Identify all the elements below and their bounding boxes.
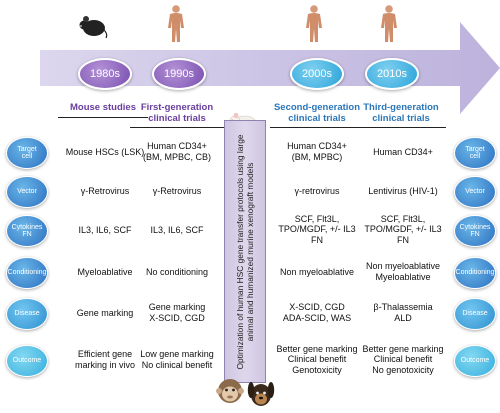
human-figure-icon [381,5,397,42]
cell-cytokines-fn-col1: IL3, IL6, SCF [78,224,132,235]
cell-target-cell-col2: Human CD34+ (BM, MPBC, CB) [142,141,211,162]
column-header-third-generation: Third-generation clinical trials [356,102,446,129]
row-label-left-cytokines-fn: Cytokines FN [6,215,48,247]
cell-target-cell-col1: Mouse HSCs (LSK) [65,146,145,157]
decade-1980s: 1980s [78,58,132,90]
human-figure-icon [306,5,322,42]
cell-disease-col4: β-Thalassemia ALD [373,302,433,323]
cell-disease-col3: X-SCID, CGD ADA-SCID, WAS [282,302,352,323]
cell-conditioning-col3: Non myeloablative [279,266,355,277]
cell-cytokines-fn-col4: SCF, Flt3L, TPO/MGDF, +/- IL3 FN [364,213,442,246]
cell-vector-col2: γ-Retrovirus [152,185,202,196]
row-label-left-outcome: Outcome [6,345,48,377]
human-figure-icon [168,5,184,42]
cell-conditioning-col4: Non myeloablative Myeloablative [365,261,441,282]
cell-cytokines-fn-col2: IL3, IL6, SCF [150,224,204,235]
cell-cytokines-fn-col3: SCF, Flt3L, TPO/MGDF, +/- IL3 FN [278,213,356,246]
dog-icon [247,382,275,406]
cell-vector-col4: Lentivirus (HIV-1) [368,185,438,196]
cell-disease-col2: Gene marking X-SCID, CGD [148,302,206,323]
row-label-left-vector: Vector [6,176,48,208]
column-header-mouse-studies: Mouse studies [58,102,148,118]
row-label-right-outcome: Outcome [454,345,496,377]
cell-outcome-col1: Efficient gene marking in vivo [74,349,136,370]
timeline-arrow [40,22,500,114]
row-label-right-cytokines-fn: Cytokines FN [454,215,496,247]
column-header-first-generation: First-generation clinical trials [130,102,224,129]
column-header-second-generation: Second-generation clinical trials [270,102,364,129]
banner-text: Optimization of human HSC gene transfer … [234,133,255,370]
row-label-left-disease: Disease [6,298,48,330]
cell-outcome-col2: Low gene marking No clinical benefit [140,349,214,370]
cell-target-cell-col4: Human CD34+ [373,146,433,157]
cell-target-cell-col3: Human CD34+ (BM, MPBC) [287,141,347,162]
mouse-icon [79,16,108,39]
decade-2010s: 2010s [365,58,419,90]
cell-conditioning-col1: Myeloablative [77,266,133,277]
row-label-left-conditioning: Conditioning [6,257,48,289]
row-label-left-target-cell: Target cell [6,137,48,169]
decade-1990s: 1990s [152,58,206,90]
cell-disease-col1: Gene marking [76,307,134,318]
decade-2000s: 2000s [290,58,344,90]
cell-vector-col3: γ-retrovirus [294,185,340,196]
optimization-banner: Optimization of human HSC gene transfer … [224,120,266,383]
cell-conditioning-col2: No conditioning [145,266,209,277]
row-label-right-vector: Vector [454,176,496,208]
row-label-right-conditioning: Conditioning [454,257,496,289]
row-label-right-disease: Disease [454,298,496,330]
cell-vector-col1: γ-Retrovirus [80,185,130,196]
monkey-icon [216,379,244,403]
cell-outcome-col4: Better gene marking Clinical benefit No … [362,343,444,376]
cell-outcome-col3: Better gene marking Clinical benefit Gen… [276,343,358,376]
row-label-right-target-cell: Target cell [454,137,496,169]
